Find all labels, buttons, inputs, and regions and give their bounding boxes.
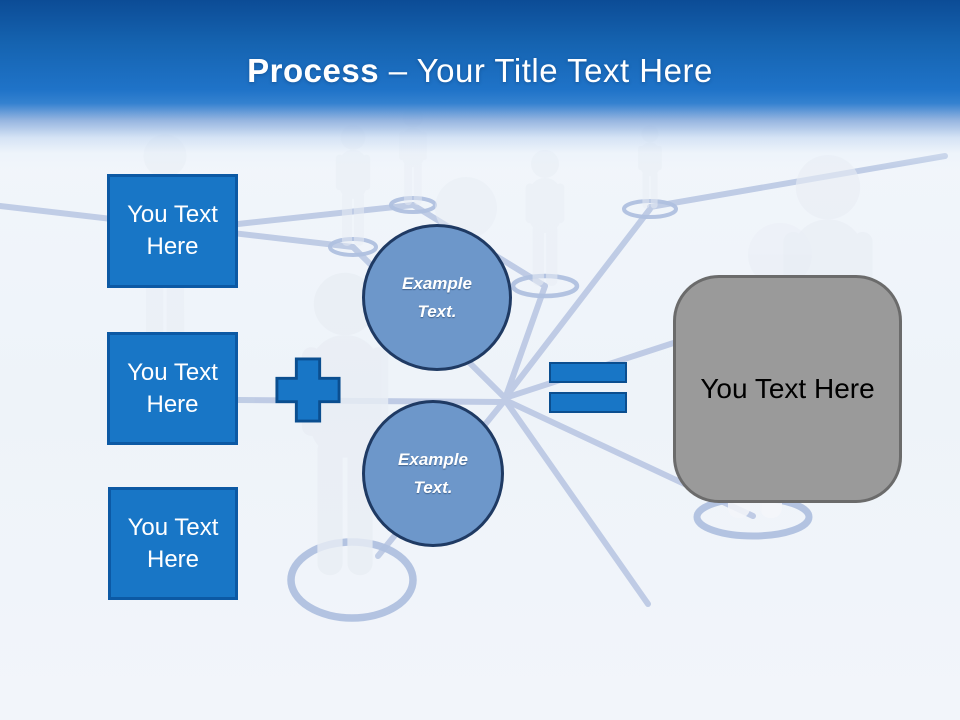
example-circle-1-label: Example Text. [402,274,472,321]
text-box-1[interactable]: You Text Here [107,174,238,288]
text-box-2-label: You Text Here [127,358,218,418]
example-circle-1[interactable]: Example Text. [362,224,512,371]
equals-bar-bottom [549,392,627,413]
equals-icon[interactable] [549,362,627,413]
text-box-1-label: You Text Here [127,201,218,260]
plus-icon[interactable] [274,356,342,424]
example-circle-2[interactable]: Example Text. [362,400,504,547]
result-box[interactable]: You Text Here [673,275,902,503]
text-box-3[interactable]: You Text Here [108,487,238,600]
title-bold-text: Process [247,52,380,89]
slide-title[interactable]: Process – Your Title Text Here [0,52,960,90]
example-circle-2-label: Example Text. [398,450,468,497]
equals-bar-top [549,362,627,383]
text-box-2[interactable]: You Text Here [107,332,238,445]
result-box-label: You Text Here [700,373,875,404]
text-box-3-label: You Text Here [127,513,219,573]
title-regular-text: – Your Title Text Here [388,52,713,89]
